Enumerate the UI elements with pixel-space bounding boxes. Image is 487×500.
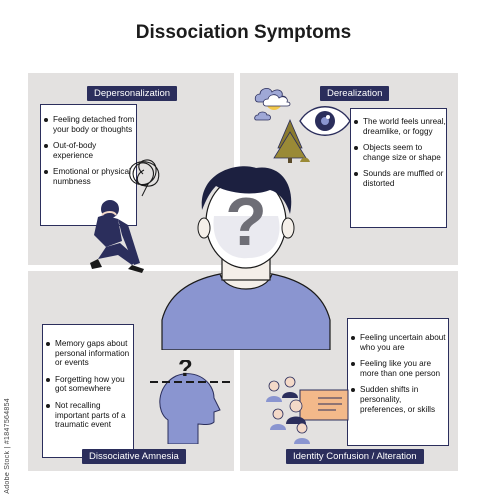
- list-item: Feeling uncertain about who you are: [351, 333, 448, 352]
- central-person-icon: [161, 166, 331, 350]
- list-item: Feeling detached from your body or thoug…: [44, 115, 135, 134]
- depersonalization-note: Feeling detached from your body or thoug…: [40, 104, 137, 226]
- svg-text:?: ?: [178, 360, 193, 382]
- head-profile-icon: ?: [150, 360, 230, 444]
- list-item: Objects seem to change size or shape: [354, 143, 446, 162]
- stock-watermark: Adobe Stock | #1847564854: [4, 398, 11, 494]
- sitting-person-icon: [90, 200, 144, 273]
- list-item: Sounds are muffled or distorted: [354, 169, 446, 188]
- list-item: Not recalling important parts of a traum…: [46, 401, 133, 430]
- depersonalization-label: Depersonalization: [87, 86, 178, 101]
- list-item: The world feels unreal, dreamlike, or fo…: [354, 117, 446, 136]
- scribble-thought-icon: [129, 159, 160, 197]
- eye-icon: [299, 106, 351, 136]
- identity-note: Feeling uncertain about who you are Feel…: [347, 318, 449, 446]
- question-mark-glyph: ?: [225, 184, 267, 260]
- page-title: Dissociation Symptoms: [135, 22, 352, 43]
- derealization-label: Derealization: [320, 86, 390, 101]
- derealization-note: The world feels unreal, dreamlike, or fo…: [350, 108, 447, 228]
- list-item: Emotional or physical numbness: [44, 167, 136, 186]
- list-item: Forgetting how you got somewhere: [46, 375, 133, 394]
- identity-group-icon: [266, 376, 349, 444]
- list-item: Out-of-body experience: [44, 141, 136, 160]
- cloud-icon: [262, 94, 291, 107]
- tree-icon: [273, 118, 310, 163]
- list-item: Memory gaps about personal information o…: [46, 339, 133, 368]
- list-item: Sudden shifts in personality, preference…: [351, 385, 448, 414]
- amnesia-note: Memory gaps about personal information o…: [42, 324, 134, 458]
- list-item: Feeling like you are more than one perso…: [351, 359, 448, 378]
- amnesia-label: Dissociative Amnesia: [82, 449, 186, 464]
- identity-label: Identity Confusion / Alteration: [286, 449, 424, 464]
